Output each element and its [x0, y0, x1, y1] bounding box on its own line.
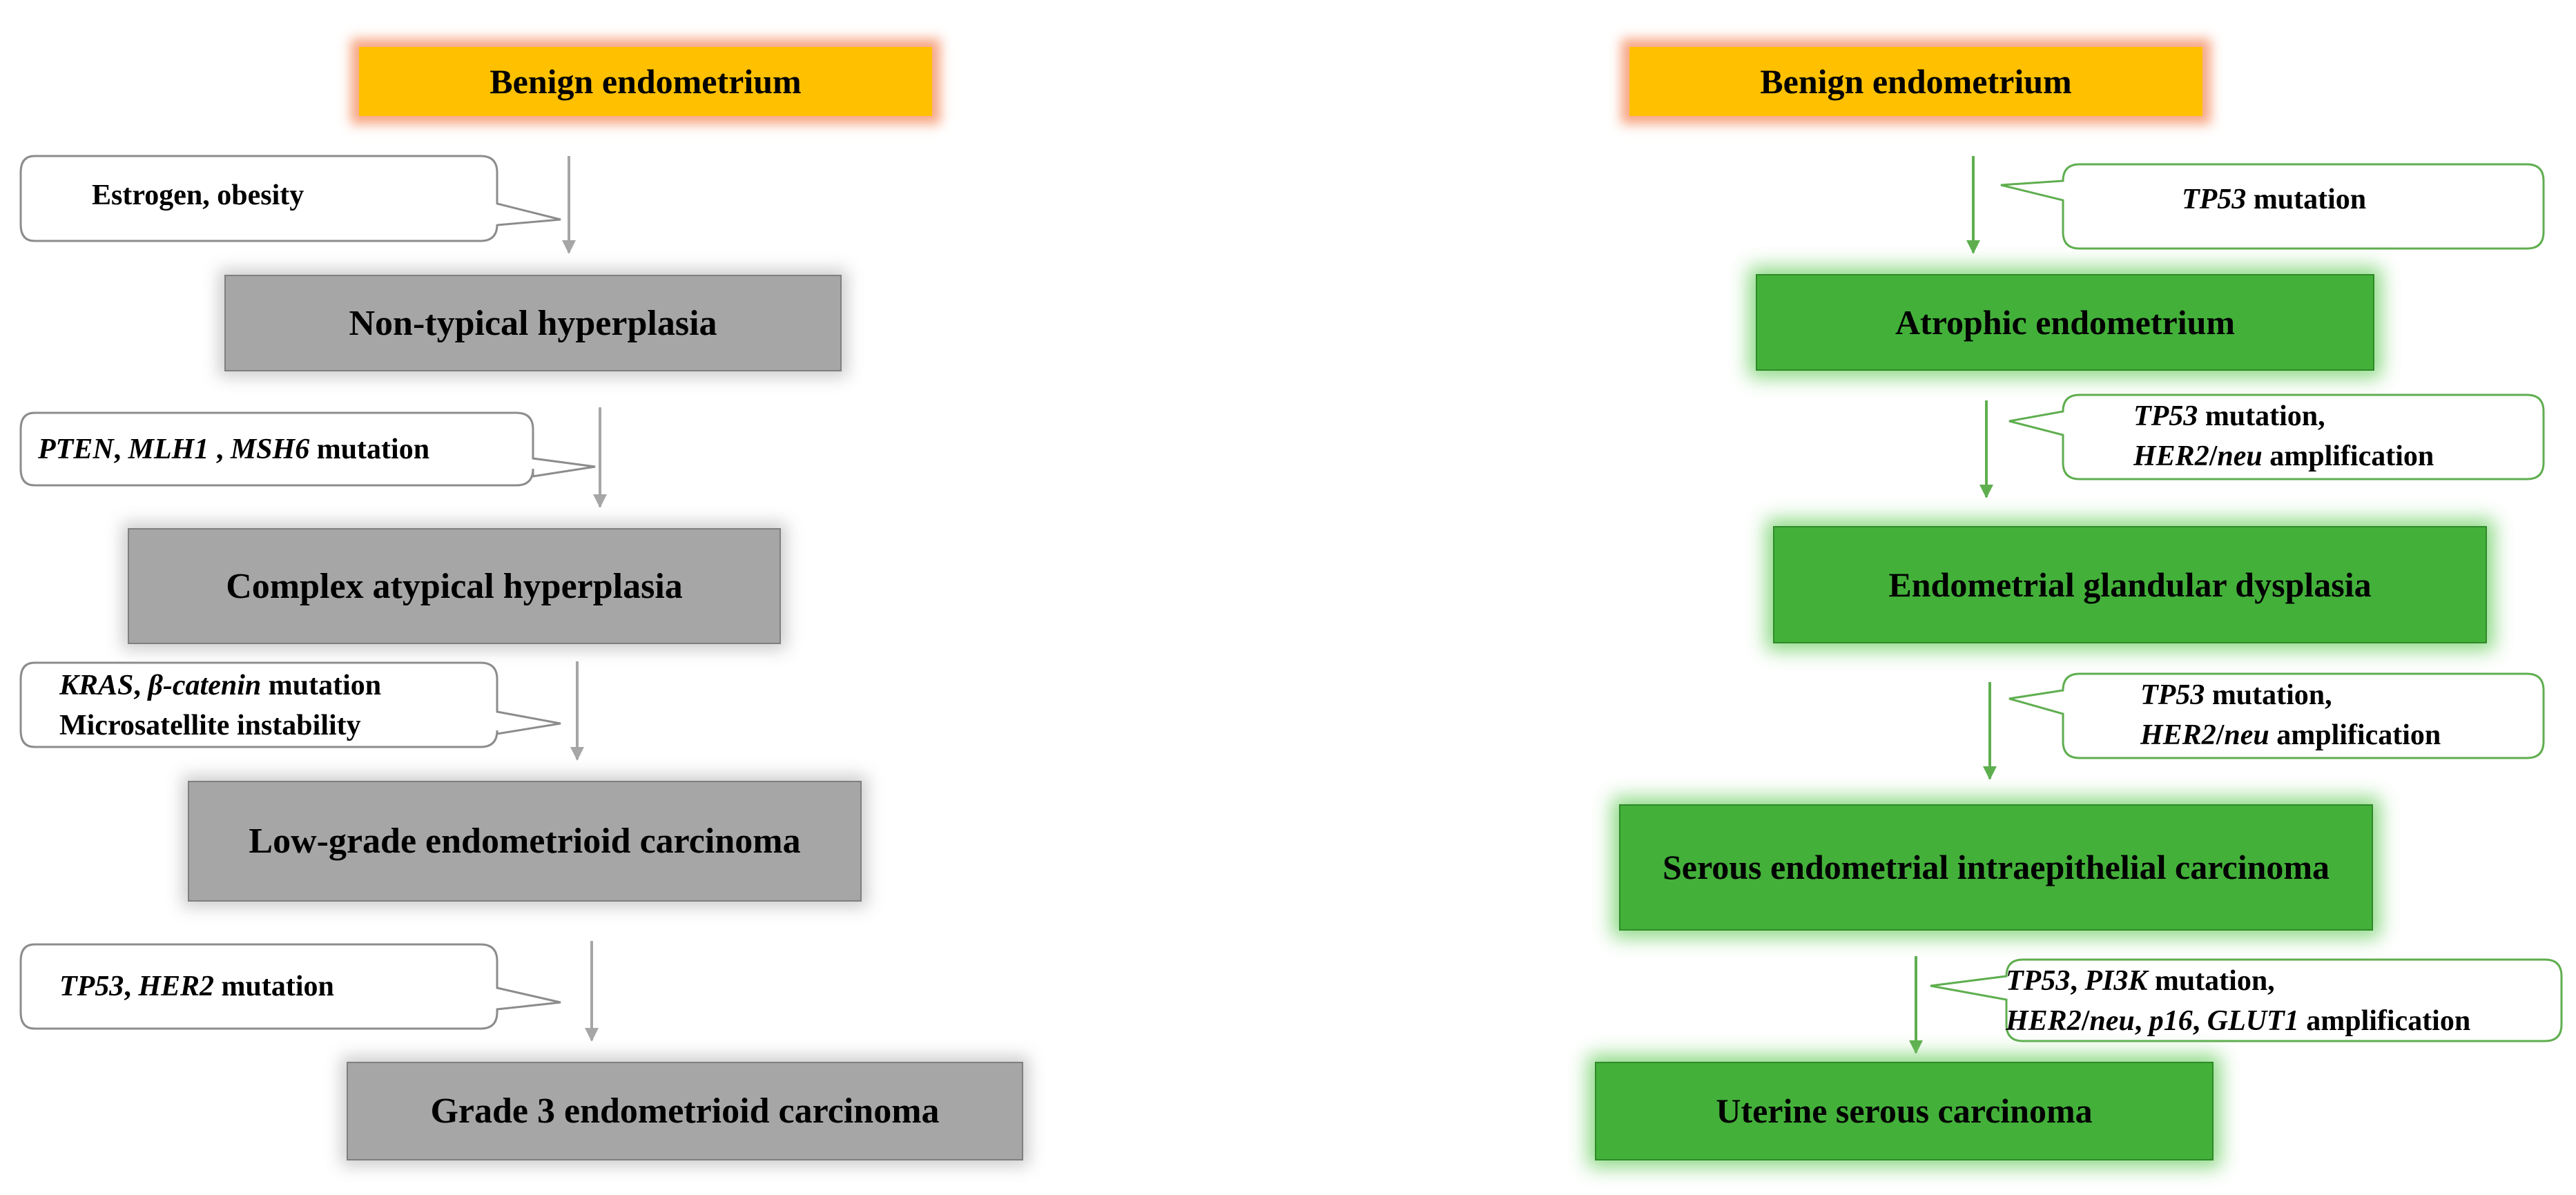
left-callout-bubble-1 — [19, 155, 561, 242]
callout-text-run: mutation — [261, 670, 382, 701]
gene-name: p16 — [2149, 1005, 2193, 1037]
left-callout-bubble-4 — [19, 943, 561, 1030]
right-stage-2-box: Endometrial glandular dysplasia — [1773, 526, 2487, 643]
callout-text-run: Estrogen, obesity — [92, 179, 304, 211]
right-callout-3-text: TP53 mutation,HER2/neu amplification — [2140, 675, 2441, 755]
callout-text-run: mutation, — [2198, 400, 2325, 432]
right-start-box: Benign endometrium — [1629, 47, 2202, 116]
gene-name: MSH6 — [230, 434, 310, 465]
gene-name: TP53 — [59, 971, 124, 1002]
gene-name: TP53 — [2133, 400, 2198, 432]
gene-name: MLH1 — [128, 434, 209, 465]
callout-text-run: amplification — [2262, 440, 2434, 472]
callout-line: TP53 mutation, — [2133, 396, 2434, 436]
callout-text-run: , — [2134, 1005, 2149, 1037]
callout-line: TP53 mutation — [2182, 179, 2366, 220]
right-callout-1-text: TP53 mutation — [2182, 179, 2366, 220]
left-stage-3-box: Low-grade endometrioid carcinoma — [188, 781, 862, 902]
callout-line: Estrogen, obesity — [92, 175, 304, 215]
gene-name: HER2 — [2133, 440, 2209, 472]
right-callout-bubble-3 — [2008, 672, 2545, 759]
right-callout-bubble-4 — [1930, 958, 2563, 1042]
callout-text-run: mutation — [2246, 184, 2367, 215]
right-stage-4-box: Uterine serous carcinoma — [1595, 1062, 2214, 1160]
gene-name: neu — [2217, 440, 2263, 472]
callout-text-run: , — [2192, 1005, 2207, 1037]
right-stage-1-box: Atrophic endometrium — [1756, 274, 2374, 371]
right-callout-2-text: TP53 mutation,HER2/neu amplification — [2133, 396, 2434, 476]
gene-name: PI3K — [2084, 965, 2148, 997]
callout-text-run: / — [2081, 1005, 2090, 1037]
gene-name: β-catenin — [148, 670, 262, 701]
left-callout-1-text: Estrogen, obesity — [92, 175, 304, 215]
callout-text-run: Microsatellite instability — [59, 710, 361, 741]
gene-name: HER2 — [2006, 1005, 2082, 1037]
gene-name: TP53 — [2140, 679, 2205, 711]
callout-text-run: , — [209, 434, 231, 465]
callout-text-run: amplification — [2298, 1005, 2471, 1037]
callout-text-run: mutation — [309, 434, 430, 465]
callout-text-run: / — [2209, 440, 2218, 472]
callout-line: KRAS, β-catenin mutation — [59, 665, 381, 706]
callout-text-run: , — [2070, 965, 2085, 997]
callout-line: HER2/neu amplification — [2140, 715, 2441, 755]
right-callout-4-text: TP53, PI3K mutation,HER2/neu, p16, GLUT1… — [2006, 961, 2470, 1041]
callout-line: TP53, PI3K mutation, — [2006, 961, 2470, 1001]
gene-name: GLUT1 — [2207, 1005, 2299, 1037]
left-callout-2-text: PTEN, MLH1 , MSH6 mutation — [38, 429, 429, 469]
callout-text-run: mutation, — [2205, 679, 2332, 711]
left-stage-2-box: Complex atypical hyperplasia — [128, 528, 781, 644]
callout-line: Microsatellite instability — [59, 706, 381, 746]
callout-text-run: amplification — [2269, 719, 2441, 751]
right-stage-3-box: Serous endometrial intraepithelial carci… — [1619, 804, 2373, 931]
gene-name: TP53 — [2006, 965, 2071, 997]
gene-name: neu — [2089, 1005, 2135, 1037]
gene-name: HER2 — [138, 971, 215, 1002]
left-callout-4-text: TP53, HER2 mutation — [59, 966, 334, 1007]
callout-line: PTEN, MLH1 , MSH6 mutation — [38, 429, 429, 469]
gene-name: neu — [2224, 719, 2269, 751]
gene-name: TP53 — [2182, 184, 2247, 215]
callout-text-run: , — [133, 670, 148, 701]
callout-line: TP53, HER2 mutation — [59, 966, 334, 1007]
callout-text-run: mutation, — [2147, 965, 2275, 997]
callout-line: HER2/neu, p16, GLUT1 amplification — [2006, 1001, 2470, 1041]
callout-line: HER2/neu amplification — [2133, 436, 2434, 476]
left-stage-4-box: Grade 3 endometrioid carcinoma — [347, 1062, 1023, 1160]
left-callout-bubble-3 — [19, 661, 561, 748]
left-start-box: Benign endometrium — [359, 47, 932, 116]
left-stage-1-box: Non-typical hyperplasia — [224, 275, 842, 371]
callout-line: TP53 mutation, — [2140, 675, 2441, 715]
right-callout-bubble-2 — [2008, 394, 2545, 480]
callout-text-run: , — [124, 971, 139, 1002]
left-callout-bubble-2 — [19, 411, 596, 487]
callout-text-run: / — [2216, 719, 2225, 751]
gene-name: HER2 — [2140, 719, 2216, 751]
right-callout-bubble-1 — [2000, 163, 2545, 250]
callout-text-run: , — [113, 434, 128, 465]
gene-name: KRAS — [59, 670, 134, 701]
gene-name: PTEN — [38, 434, 114, 465]
callout-text-run: mutation — [214, 971, 334, 1002]
